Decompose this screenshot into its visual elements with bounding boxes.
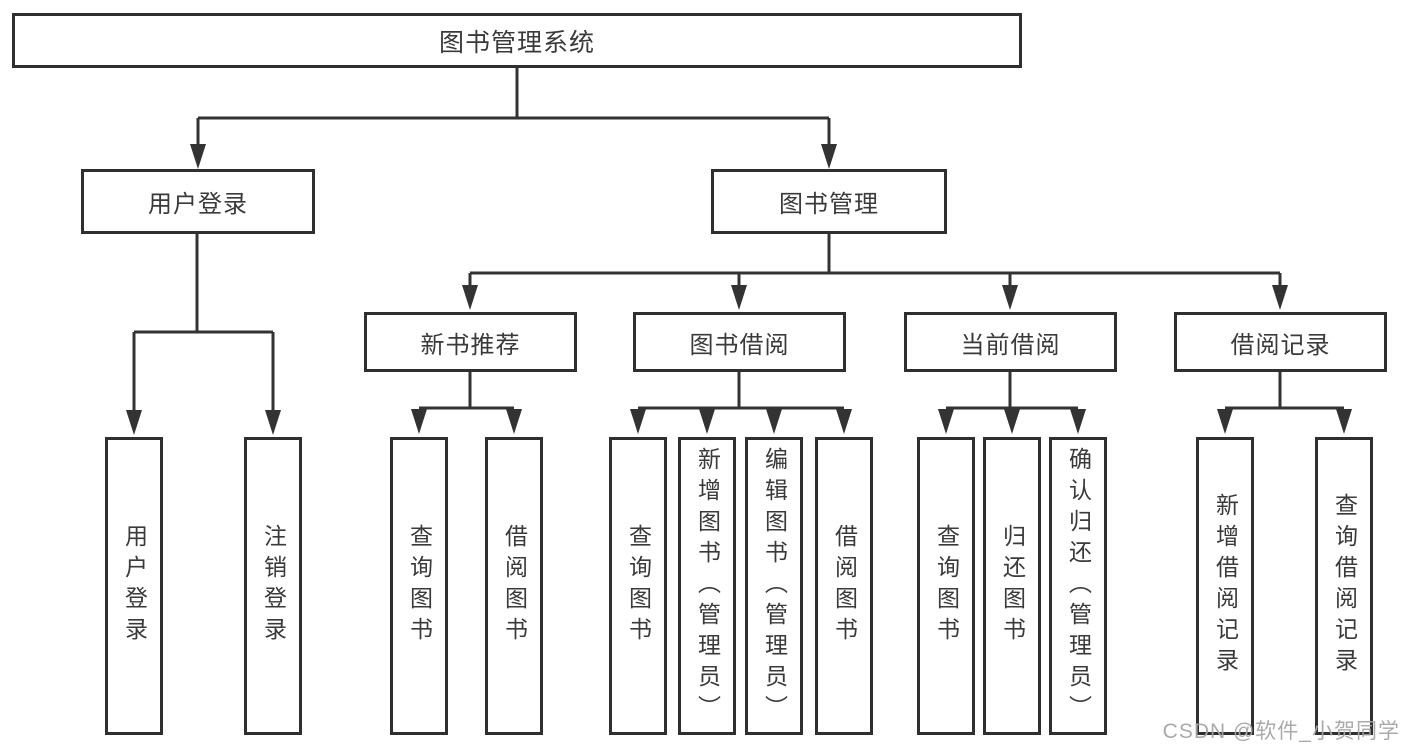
node-label: 新增借阅记录 [1212,493,1239,679]
node-current-borrowing: 当前借阅 [904,312,1117,372]
node-label: 编辑图书（管理员） [761,446,788,726]
node-label: 注销登录 [260,524,287,648]
node-label: 图书管理系统 [438,28,595,57]
leaf-borrow-books-2: 借阅图书 [815,437,873,735]
leaf-user-login: 用户登录 [105,437,163,735]
node-label: 借阅图书 [831,524,858,648]
connector-arrowheads [126,144,1352,435]
leaf-confirm-return-admin: 确认归还（管理员） [1049,437,1107,735]
connector-path [132,68,1344,410]
node-library-management-system: 图书管理系统 [12,13,1022,68]
node-book-borrowing: 图书借阅 [633,312,846,372]
leaf-return-books: 归还图书 [983,437,1041,735]
leaf-add-books-admin: 新增图书（管理员） [678,437,736,735]
node-label: 新书推荐 [420,331,521,359]
node-user-login: 用户登录 [81,169,315,234]
node-label: 查询借阅记录 [1331,493,1358,679]
node-label: 新增图书（管理员） [694,446,721,726]
leaf-borrow-books-1: 借阅图书 [485,437,543,735]
leaf-query-books-2: 查询图书 [609,437,667,735]
node-label: 查询图书 [933,524,960,648]
node-new-book-recommendation: 新书推荐 [364,312,577,372]
leaf-query-books-1: 查询图书 [390,437,448,735]
leaf-query-borrow-record: 查询借阅记录 [1315,437,1373,735]
node-label: 用户登录 [148,191,248,218]
node-label: 查询图书 [625,524,652,648]
node-label: 当前借阅 [960,331,1061,359]
node-borrowing-records: 借阅记录 [1174,312,1387,372]
node-label: 确认归还（管理员） [1065,446,1092,726]
leaf-edit-books-admin: 编辑图书（管理员） [745,437,803,735]
node-label: 图书管理 [779,191,879,218]
csdn-watermark: CSDN @软件_小贺同学 [1162,720,1400,743]
leaf-add-borrow-record: 新增借阅记录 [1196,437,1254,735]
node-label: 借阅图书 [501,524,528,648]
leaf-query-books-3: 查询图书 [917,437,975,735]
leaf-logout: 注销登录 [244,437,302,735]
node-label: 借阅记录 [1230,331,1331,359]
node-label: 归还图书 [999,524,1026,648]
node-label: 图书借阅 [689,331,790,359]
node-label: 用户登录 [121,524,148,648]
node-book-management: 图书管理 [711,169,947,234]
node-label: 查询图书 [406,524,433,648]
